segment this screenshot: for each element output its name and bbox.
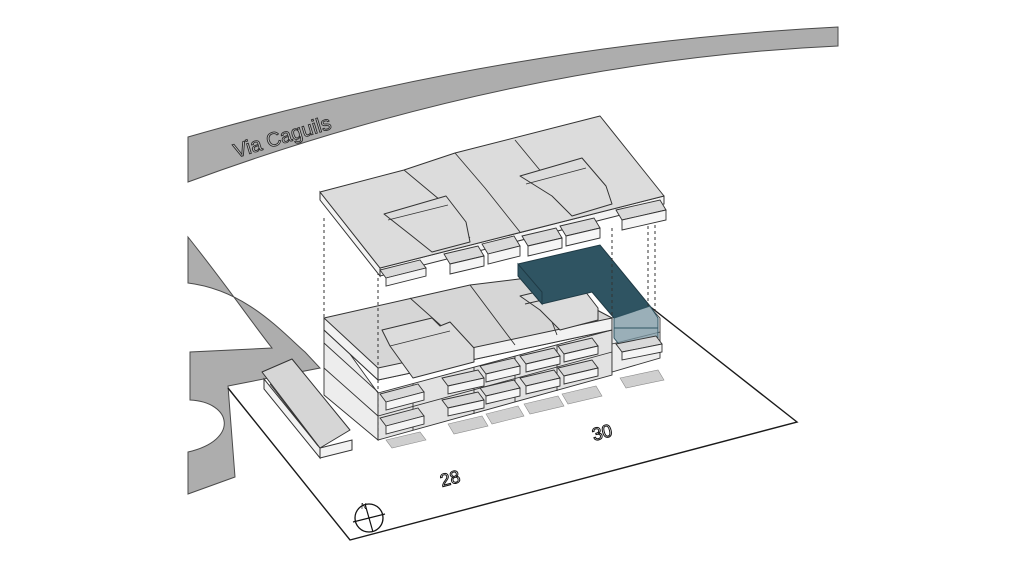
- parking-canopy: [261, 358, 353, 460]
- balcony-lower-row2: [379, 359, 599, 417]
- balcony-upper-4: [521, 227, 563, 257]
- projection-lines: [323, 218, 656, 440]
- via-caguils-road: [187, 26, 839, 183]
- balcony-upper-2: [443, 245, 485, 275]
- balcony-upper-3: [481, 235, 521, 265]
- access-road: [187, 235, 321, 495]
- north-label: N: [361, 502, 367, 511]
- balcony-lower-row3: [379, 407, 425, 435]
- balcony-upper-1: [379, 259, 427, 287]
- balcony-upper-5: [559, 217, 601, 247]
- roads: [187, 26, 839, 495]
- balcony-upper-6: [615, 199, 667, 231]
- balconies: [379, 199, 667, 435]
- balcony-lower-row1: [441, 335, 663, 395]
- ground-shadows: [385, 369, 665, 449]
- north-arrow: N: [352, 502, 386, 533]
